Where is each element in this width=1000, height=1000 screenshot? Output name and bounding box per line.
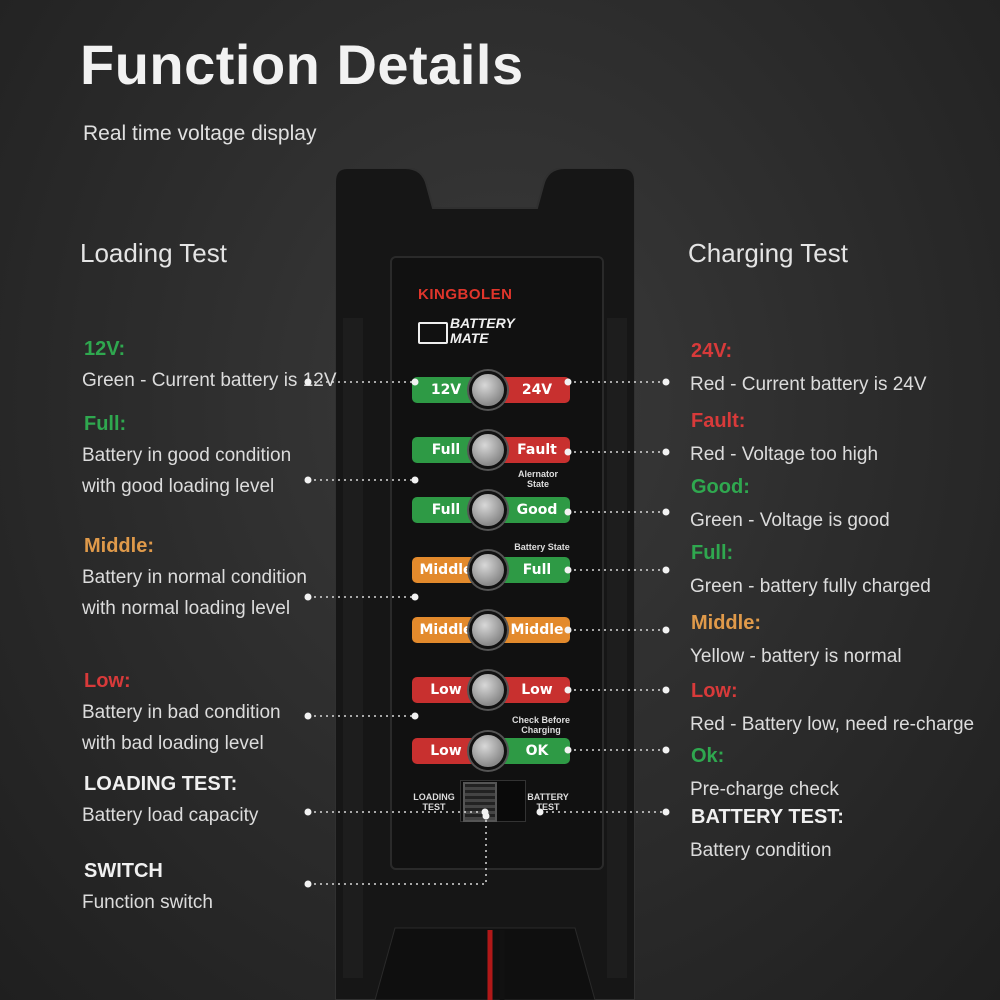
indicator-led [469,671,507,709]
left-item-desc: Battery in good condition [82,445,292,466]
leader-dot [564,746,572,754]
leader-dot [304,712,312,720]
indicator-left-label: Middle [412,557,480,583]
indicator-right-label: OK [504,738,570,764]
leader-dot [564,448,572,456]
leader-line [308,816,487,885]
indicator-row: 12V 24V [412,377,570,403]
right-item-desc: Pre-charge check [690,779,839,800]
leader-dot [564,626,572,634]
indicator-left-label: Full [412,437,480,463]
leader-dot [662,746,670,754]
right-item-desc: Battery condition [690,840,832,861]
indicator-led [469,491,507,529]
right-item-desc: Red - Current battery is 24V [690,374,927,395]
leader-dot [304,378,312,386]
leader-dot [304,476,312,484]
leader-dot [411,476,419,484]
loading-test-heading: Loading Test [80,238,227,268]
leader-dot [411,712,419,720]
right-item-label: Good: [691,476,750,498]
left-item-desc: with good loading level [82,476,275,497]
leader-dot [304,808,312,816]
right-item-label: BATTERY TEST: [691,806,844,828]
alternator-state-label: Alernator State [517,469,558,489]
right-item-desc: Green - Voltage is good [690,510,890,531]
indicator-right-label: Middle [504,617,570,643]
indicator-right-label: Good [504,497,570,523]
right-item-label: 24V: [691,340,733,362]
indicator-right-label: Full [504,557,570,583]
cable [487,930,505,1000]
left-item-label: Middle: [84,535,154,557]
right-item-label: Low: [691,680,738,702]
indicator-right-label: 24V [504,377,570,403]
left-item-desc: Battery in normal condition [82,567,307,588]
indicator-left-label: Full [412,497,480,523]
leader-dot [662,686,670,694]
left-item-label: SWITCH [84,860,163,882]
leader-dot [411,378,419,386]
check-before-charging-label: Check Before Charging [511,715,571,735]
right-item-desc: Red - Voltage too high [690,444,879,465]
leader-dot [564,508,572,516]
indicator-led [469,551,507,589]
right-item-desc: Yellow - battery is normal [690,646,902,667]
left-item-label: Low: [84,670,131,692]
leader-dot [662,378,670,386]
indicator-led [469,611,507,649]
leader-dot [482,812,490,820]
indicator-right-label: Low [504,677,570,703]
right-item-desc: Red - Battery low, need re-charge [690,714,975,735]
right-item-label: Ok: [691,745,725,767]
leader-dot [662,566,670,574]
left-item-desc: with bad loading level [82,733,264,754]
indicator-row: Full Fault [412,437,570,463]
left-item-label: Full: [84,413,127,435]
battery-icon [418,322,448,344]
left-item-desc: Battery in bad condition [82,702,281,723]
right-item-label: Full: [691,542,734,564]
right-item-label: Fault: [691,410,746,432]
left-item-desc: with normal loading level [82,598,291,619]
battery-test-switch-label: BATTERY TEST [527,792,569,812]
page-title: Function Details [80,33,524,96]
battery-state-label: Battery State [514,542,570,552]
indicator-led [469,431,507,469]
left-item-desc: Battery load capacity [82,805,259,826]
indicator-row: Low OK [412,738,570,764]
indicator-led [469,371,507,409]
leader-dot [304,593,312,601]
left-item-label: 12V: [84,338,126,360]
indicator-led [469,732,507,770]
indicator-right-label: Fault [504,437,570,463]
function-switch[interactable] [463,782,497,822]
left-item-desc: Function switch [82,892,213,913]
brand-logo: KINGBOLEN [418,286,513,303]
leader-dot [662,508,670,516]
left-item-label: LOADING TEST: [84,773,238,795]
charging-test-heading: Charging Test [688,238,848,268]
indicator-left-label: Middle [412,617,480,643]
leader-dot [662,808,670,816]
left-item-desc: Green - Current battery is 12V [82,370,337,391]
right-item-desc: Green - battery fully charged [690,576,931,597]
indicator-left-label: Low [412,738,480,764]
leader-dot [662,626,670,634]
loading-test-switch-label: LOADING TEST [413,792,455,812]
right-item-label: Middle: [691,612,761,634]
leader-dot [411,593,419,601]
page-subtitle: Real time voltage display [83,122,317,145]
leader-dot [536,808,544,816]
indicator-left-label: 12V [412,377,480,403]
product-name: BATTERY MATE [450,315,515,346]
leader-dot [564,378,572,386]
indicator-left-label: Low [412,677,480,703]
leader-dot [564,686,572,694]
leader-dot [304,880,312,888]
leader-dot [564,566,572,574]
leader-dot [662,448,670,456]
